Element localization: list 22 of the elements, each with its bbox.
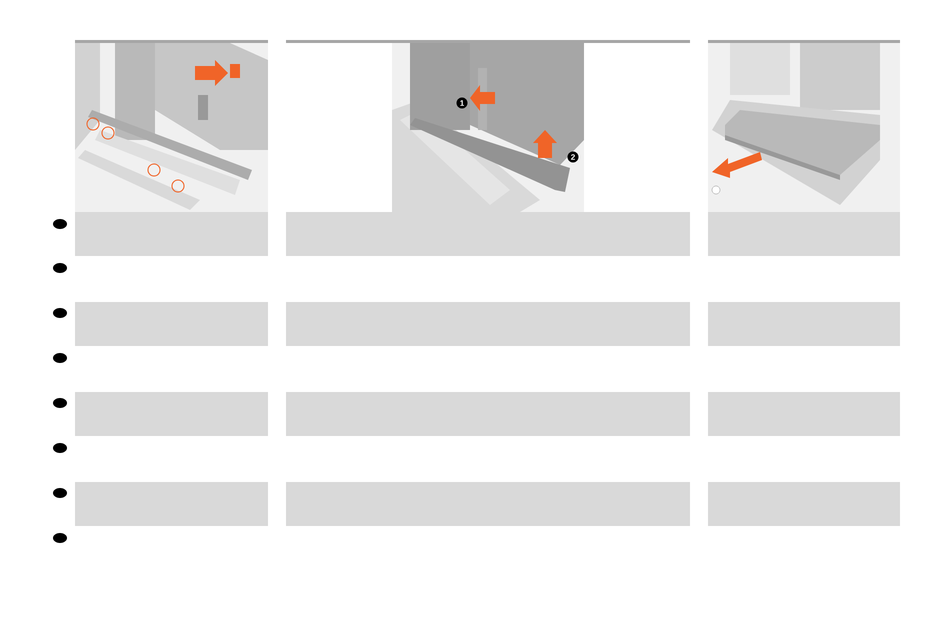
table-band [75, 212, 268, 256]
table-band [75, 482, 268, 526]
bullet-marker [53, 308, 67, 318]
bullet-marker [53, 353, 67, 363]
callout-number: 2 [568, 152, 578, 162]
table-band [708, 302, 900, 346]
bullet-marker [53, 219, 67, 229]
table-band [708, 482, 900, 526]
bullet-marker [53, 533, 67, 543]
bullet-marker [53, 398, 67, 408]
table-band [286, 302, 690, 346]
table-band [286, 482, 690, 526]
table-band [286, 212, 690, 256]
table-band [708, 392, 900, 436]
bullet-marker [53, 488, 67, 498]
table-band [286, 392, 690, 436]
table-band [75, 302, 268, 346]
bullet-marker [53, 263, 67, 273]
table-band [75, 392, 268, 436]
table-band [708, 212, 900, 256]
callout-number: 1 [456, 98, 468, 108]
bullet-marker [53, 443, 67, 453]
